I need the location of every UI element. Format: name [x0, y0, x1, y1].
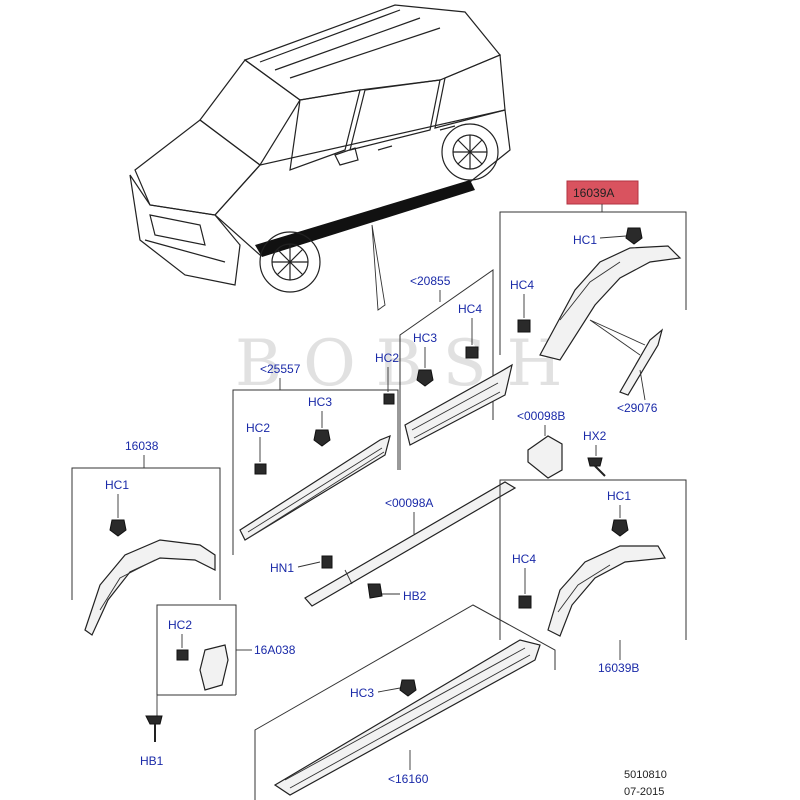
label-hb2: HB2: [403, 589, 427, 603]
mud-flap-16A038: [199, 644, 229, 691]
label-hc2-left: HC2: [246, 421, 270, 435]
group-box-16039A: [499, 211, 687, 355]
trim-strip-29076: [619, 328, 664, 396]
label-16039B: 16039B: [598, 661, 639, 675]
clip-hc1-top: [625, 227, 643, 245]
label-hx2: HX2: [583, 429, 607, 443]
label-hc3-mid: HC3: [413, 331, 437, 345]
label-hc4-right: HC4: [510, 278, 534, 292]
label-25557: <25557: [260, 362, 301, 376]
clip-hc3-mid: [416, 369, 434, 387]
bolt-hb1: [145, 715, 163, 725]
highlight-box-16039A: [566, 180, 639, 205]
label-20855: <20855: [410, 274, 451, 288]
sill-panel-16160: [273, 639, 541, 796]
screw-hx2: [587, 457, 603, 467]
bolt-hb2: [367, 583, 383, 599]
clip-hc4-right: [517, 319, 531, 333]
clip-hc3-left: [313, 429, 331, 447]
clip-hc1-rear: [611, 519, 629, 537]
label-hn1: HN1: [270, 561, 294, 575]
nut-hn1: [321, 555, 333, 569]
label-hc1-rear: HC1: [607, 489, 631, 503]
label-hc4-rear: HC4: [512, 552, 536, 566]
group-box-16039B: [499, 479, 687, 640]
label-16A038: 16A038: [254, 643, 296, 657]
label-00098A: <00098A: [385, 496, 433, 510]
group-box-16160: [254, 604, 556, 800]
label-hc3-left: HC3: [308, 395, 332, 409]
vehicle-illustration: [129, 4, 511, 293]
wheel-arch-16038: [84, 539, 216, 636]
clip-hc2-left: [254, 463, 267, 475]
rod-00098A: [304, 481, 517, 607]
label-16038: 16038: [125, 439, 159, 453]
watermark-text: BOBSH: [235, 327, 582, 401]
clip-hc2-flap: [176, 649, 189, 661]
clip-hc3-sill: [399, 679, 417, 697]
group-box-25557: [232, 389, 399, 555]
drawing-number: 5010810: [624, 769, 667, 781]
label-16039A: 16039A: [573, 186, 614, 200]
clip-hc2-mid: [383, 393, 395, 405]
label-hb1: HB1: [140, 754, 164, 768]
label-16160: <16160: [388, 772, 429, 786]
clip-hc1-left: [109, 519, 127, 537]
label-00098B: <00098B: [517, 409, 565, 423]
drawing-date: 07-2015: [624, 786, 664, 798]
door-moulding-25557: [239, 435, 391, 541]
label-hc2-mid: HC2: [375, 351, 399, 365]
label-29076: <29076: [617, 401, 658, 415]
clip-hc4-rear: [518, 595, 532, 609]
wheel-arch-16039B: [547, 545, 666, 637]
label-hc1-left: HC1: [105, 478, 129, 492]
car-to-part-leader: [371, 224, 386, 311]
label-hc4-mid: HC4: [458, 302, 482, 316]
label-hc1-top: HC1: [573, 233, 597, 247]
label-hc3-sill: HC3: [350, 686, 374, 700]
clip-hc4-mid: [465, 346, 479, 359]
bracket-00098B: [527, 435, 563, 479]
group-box-20855: [399, 269, 494, 470]
wheel-arch-16039A: [539, 245, 682, 361]
label-hc2-flap: HC2: [168, 618, 192, 632]
group-box-16038: [71, 467, 221, 600]
